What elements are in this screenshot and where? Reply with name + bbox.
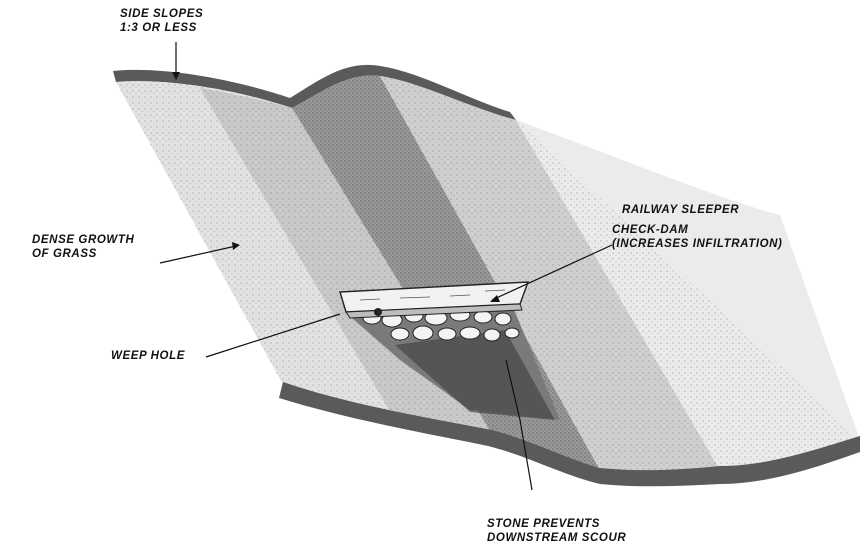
label-stone-prevents: STONE PREVENTS DOWNSTREAM SCOUR: [487, 517, 626, 545]
weep-hole-opening: [374, 308, 382, 316]
label-side-slopes: SIDE SLOPES 1:3 OR LESS: [120, 7, 203, 35]
label-railway-sleeper: RAILWAY SLEEPER CHECK-DAM (INCREASES INF…: [612, 203, 783, 251]
label-weep-hole: WEEP HOLE: [111, 349, 185, 363]
label-dense-growth: DENSE GROWTH OF GRASS: [32, 233, 134, 261]
